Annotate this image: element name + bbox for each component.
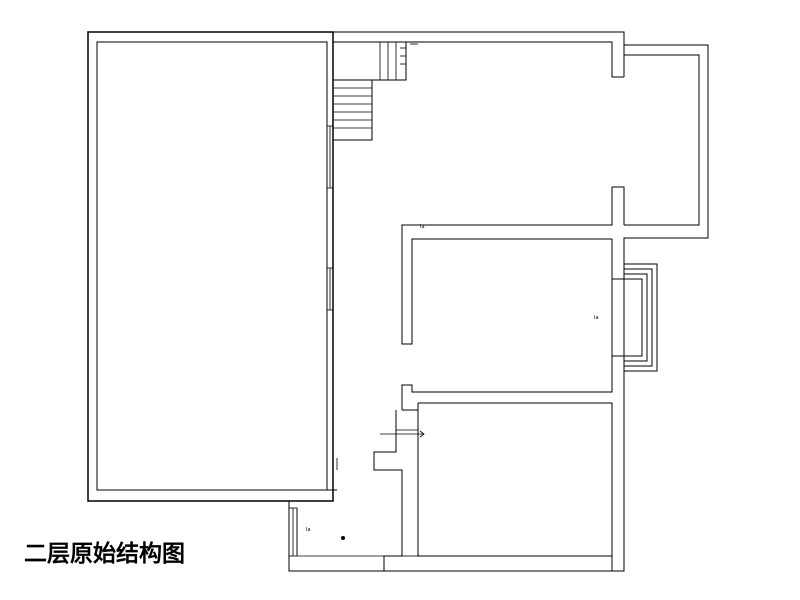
corridor-window <box>288 507 384 557</box>
room-label-top: Ia <box>420 224 425 230</box>
staircase <box>333 42 418 141</box>
balcony-lower-column <box>612 186 625 225</box>
lower-room-wall <box>417 402 613 557</box>
lower-corridor-details <box>336 410 425 571</box>
bay-window-middle <box>624 268 653 367</box>
outer-wall-line <box>288 31 709 572</box>
room-label-middle: Ia <box>594 315 599 321</box>
top-inner-wall-line <box>333 41 624 78</box>
stair-lower-flight <box>333 79 373 141</box>
corridor-wall <box>373 410 403 571</box>
balcony-inner-line <box>624 54 700 226</box>
bay-window-inner <box>624 273 648 362</box>
middle-room-lower-wall <box>401 239 613 410</box>
room-label-corridor: Ia <box>306 527 311 533</box>
tiny-labels: Ia Ia Ia <box>306 224 599 533</box>
bay-window-outer <box>624 263 658 372</box>
left-room-outer-wall <box>87 31 334 502</box>
plan-title: 二层原始结构图 <box>24 541 185 567</box>
left-room-windows <box>326 125 334 311</box>
bay-window-seat <box>612 278 643 357</box>
right-main-walls <box>288 31 709 572</box>
left-large-room <box>87 31 337 502</box>
middle-room-upper-wall <box>401 187 613 345</box>
bay-window <box>612 263 658 372</box>
fixture-dot <box>341 536 345 540</box>
stair-upper-flight <box>372 42 407 81</box>
